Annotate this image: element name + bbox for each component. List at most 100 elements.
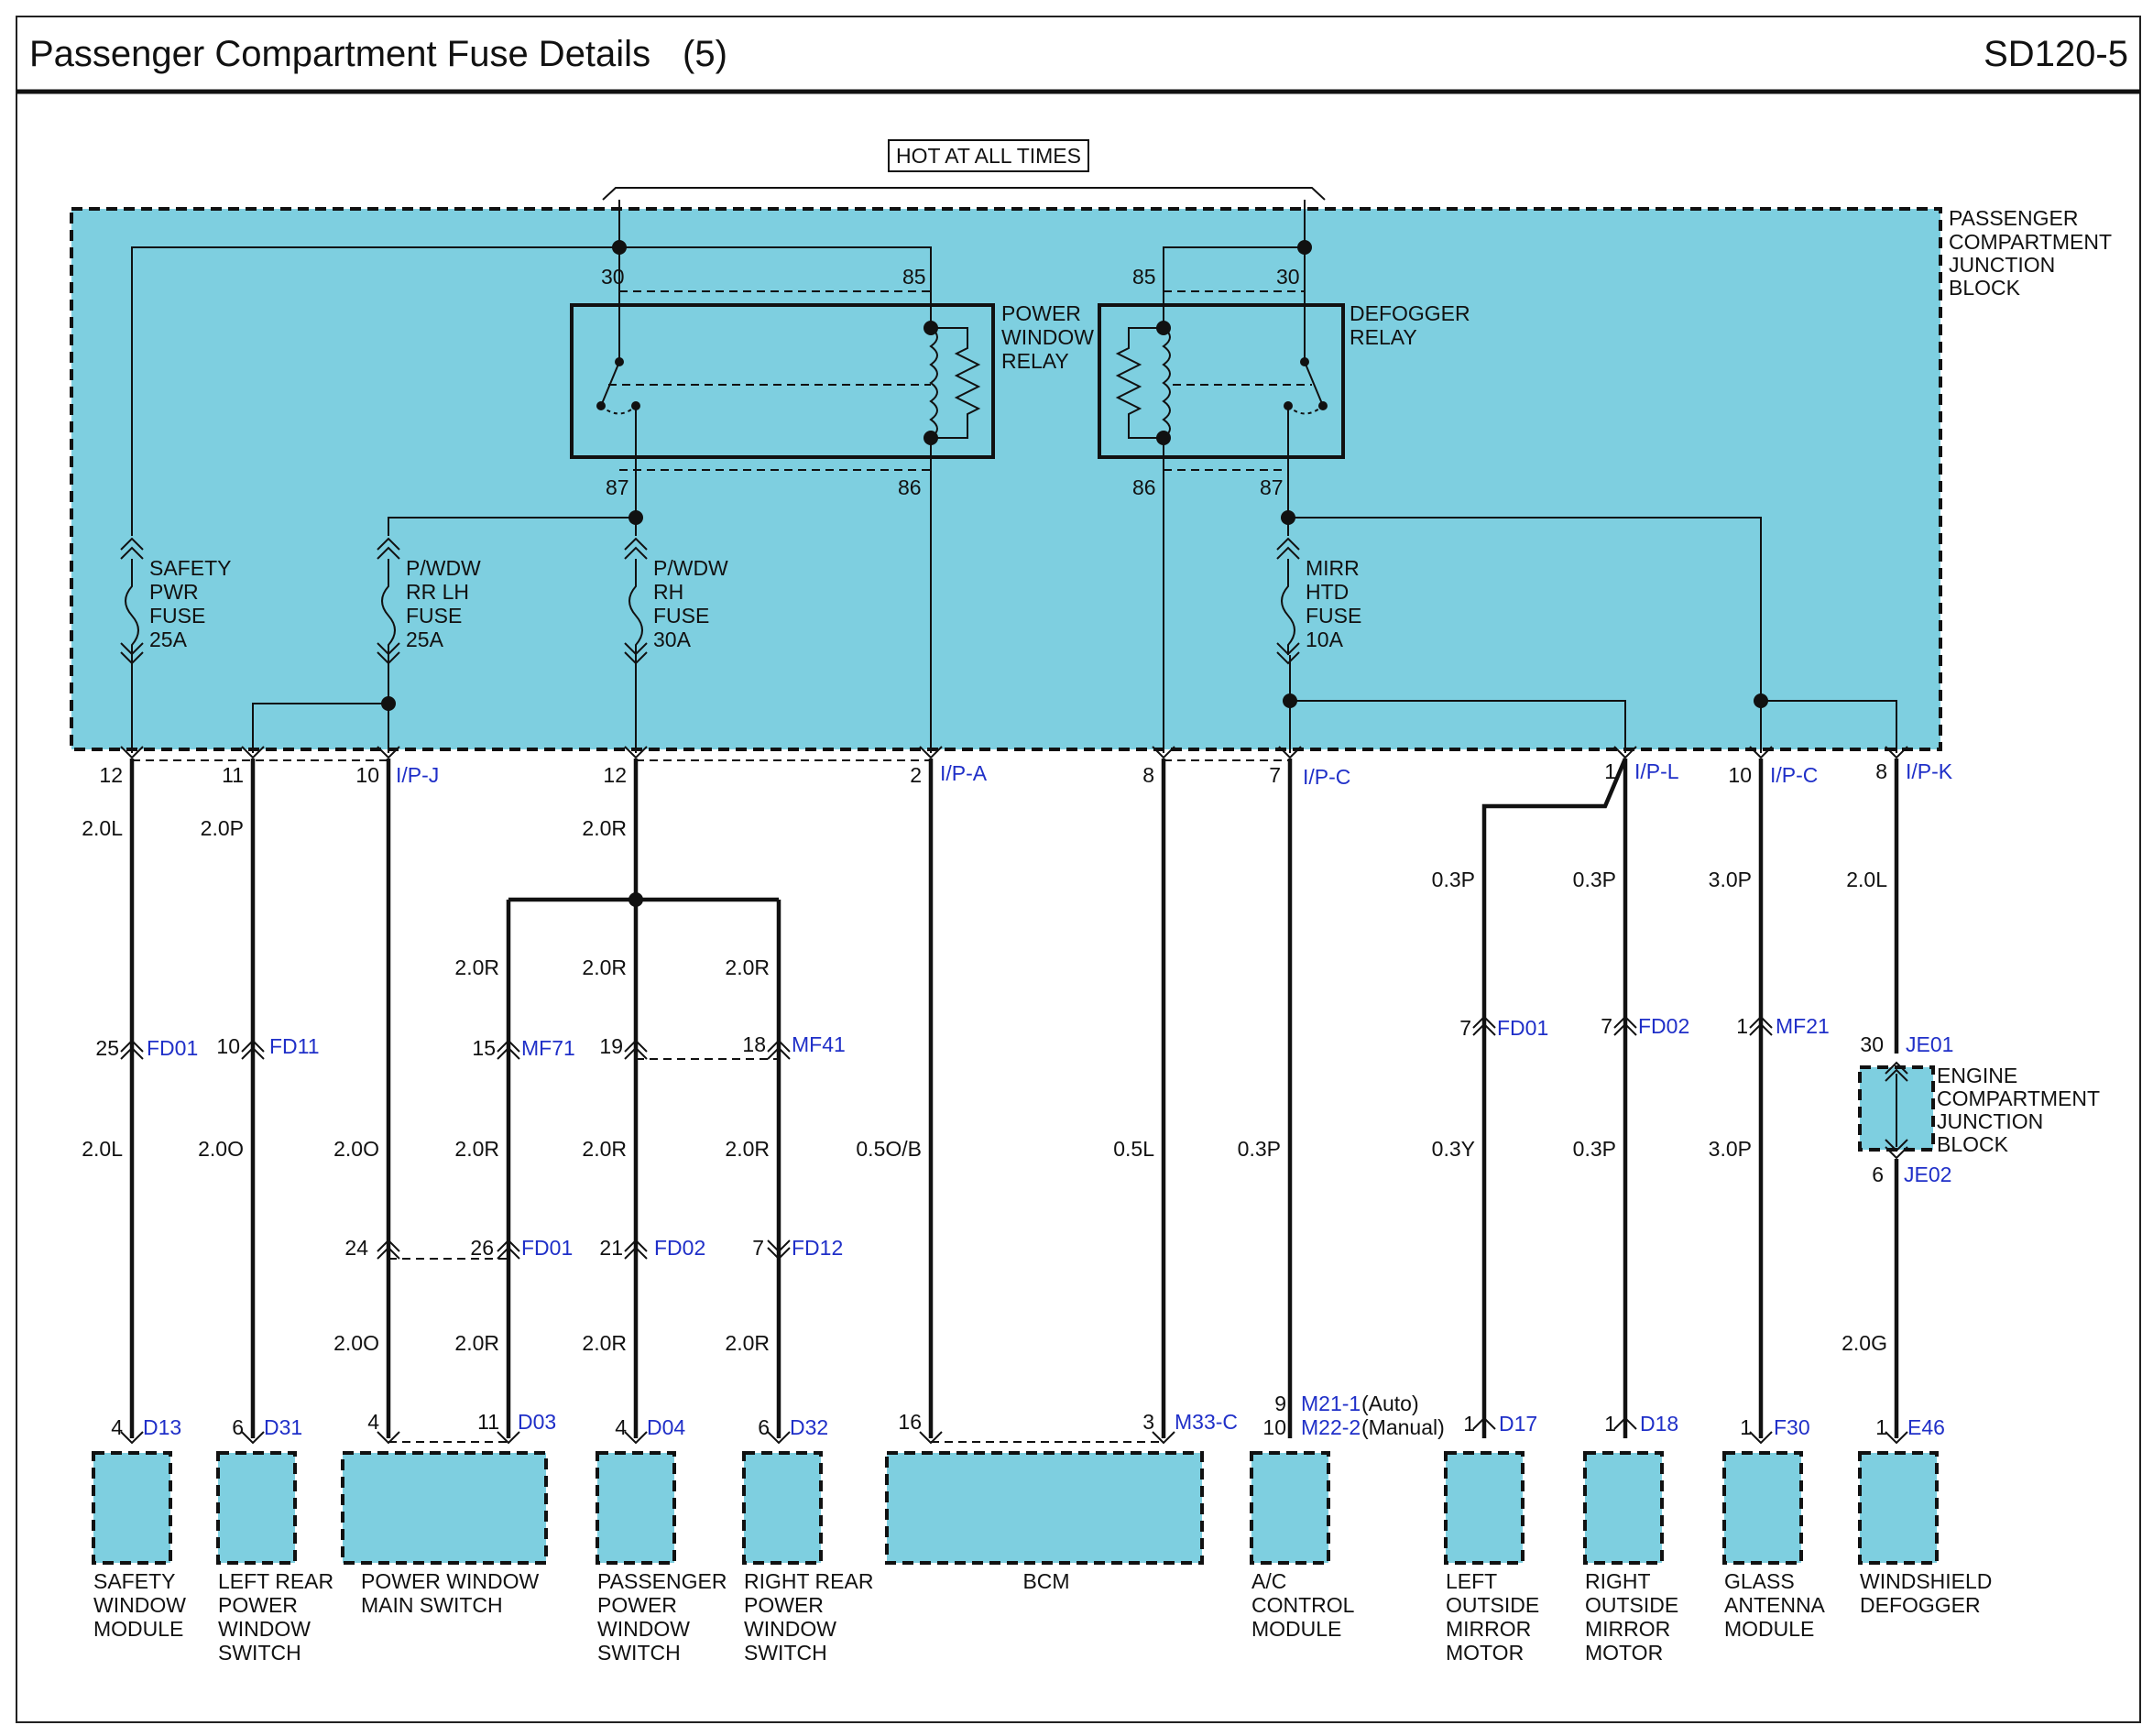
svg-text:MODULE: MODULE — [1251, 1617, 1341, 1641]
svg-text:P/WDW: P/WDW — [406, 556, 481, 580]
svg-text:0.5L: 0.5L — [1113, 1137, 1154, 1161]
svg-text:1: 1 — [1604, 759, 1616, 783]
svg-text:WINDOW: WINDOW — [1001, 325, 1094, 349]
svg-text:25A: 25A — [149, 628, 188, 651]
svg-text:GLASS: GLASS — [1724, 1569, 1795, 1593]
diagram-code: SD120-5 — [1984, 34, 2128, 74]
svg-text:D18: D18 — [1640, 1412, 1678, 1436]
svg-text:HTD: HTD — [1306, 580, 1349, 604]
svg-text:86: 86 — [898, 475, 922, 499]
svg-text:OUTSIDE: OUTSIDE — [1585, 1593, 1678, 1617]
svg-text:RR LH: RR LH — [406, 580, 469, 604]
svg-text:4: 4 — [615, 1415, 627, 1439]
svg-text:2.0G: 2.0G — [1842, 1331, 1887, 1355]
svg-text:85: 85 — [1132, 265, 1156, 289]
svg-text:11: 11 — [222, 763, 244, 787]
svg-text:FUSE: FUSE — [406, 604, 462, 628]
svg-text:SWITCH: SWITCH — [744, 1641, 827, 1665]
hot-label: HOT AT ALL TIMES — [896, 144, 1081, 168]
svg-text:I/P-C: I/P-C — [1770, 763, 1818, 787]
diagram-page-number: (5) — [683, 34, 727, 74]
svg-text:1: 1 — [1740, 1415, 1752, 1439]
passenger-junction-block — [70, 207, 1942, 751]
svg-text:MIRROR: MIRROR — [1585, 1617, 1670, 1641]
fuse-pwdw-rh: P/WDW RH FUSE 30A — [624, 537, 728, 665]
svg-text:2.0L: 2.0L — [82, 1137, 123, 1161]
svg-text:FD01: FD01 — [521, 1236, 573, 1260]
harness-wires — [129, 758, 1899, 1438]
fuse-pwdw-rr-lh: P/WDW RR LH FUSE 25A — [377, 537, 481, 665]
svg-text:ENGINE: ENGINE — [1937, 1064, 2017, 1087]
svg-text:MIRROR: MIRROR — [1446, 1617, 1531, 1641]
junction-internal-wires — [131, 470, 1897, 753]
svg-text:0.3P: 0.3P — [1573, 1137, 1616, 1161]
svg-text:30: 30 — [1276, 265, 1300, 289]
svg-text:30: 30 — [601, 265, 625, 289]
safety-window-module: SAFETY WINDOW MODULE — [92, 1451, 186, 1641]
svg-text:JUNCTION: JUNCTION — [1949, 253, 2055, 277]
component-connector-pins: 4 6 4 11 4 6 16 3 9 10 1 1 1 1 D13 D31 D… — [111, 1392, 1945, 1445]
svg-text:10: 10 — [1728, 763, 1752, 787]
svg-text:9: 9 — [1274, 1392, 1286, 1415]
svg-text:M33-C: M33-C — [1175, 1410, 1238, 1434]
svg-text:POWER: POWER — [218, 1593, 298, 1617]
svg-text:MOTOR: MOTOR — [1585, 1641, 1663, 1665]
svg-text:D31: D31 — [264, 1415, 302, 1439]
passenger-power-window-switch: PASSENGER POWER WINDOW SWITCH — [596, 1451, 727, 1665]
junction-dot — [1281, 510, 1295, 525]
passenger-junction-block-label: PASSENGER COMPARTMENT JUNCTION BLOCK — [1949, 206, 2112, 300]
svg-text:2.0R: 2.0R — [454, 1137, 499, 1161]
junction-dot — [1283, 693, 1297, 708]
svg-text:1: 1 — [1604, 1412, 1616, 1436]
svg-text:WINDOW: WINDOW — [218, 1617, 311, 1641]
fuse-mirr-htd: MIRR HTD FUSE 10A — [1276, 537, 1361, 665]
svg-text:6: 6 — [232, 1415, 244, 1439]
svg-text:E46: E46 — [1907, 1415, 1945, 1439]
svg-text:JE02: JE02 — [1904, 1163, 1951, 1186]
svg-text:D04: D04 — [647, 1415, 685, 1439]
svg-text:POWER: POWER — [744, 1593, 824, 1617]
svg-text:D03: D03 — [518, 1410, 556, 1434]
svg-text:1: 1 — [1736, 1014, 1748, 1038]
splice-dot — [628, 892, 643, 907]
svg-text:D13: D13 — [143, 1415, 181, 1439]
svg-text:POWER: POWER — [597, 1593, 677, 1617]
svg-text:MF71: MF71 — [521, 1036, 575, 1060]
svg-text:MODULE: MODULE — [93, 1617, 183, 1641]
junction-dot — [628, 510, 643, 525]
svg-text:LEFT REAR: LEFT REAR — [218, 1569, 333, 1593]
jb-output-pins: 12 11 10 12 2 8 7 1 10 8 I/P-J I/P-A I/P… — [99, 746, 1953, 789]
svg-text:87: 87 — [1260, 475, 1284, 499]
junction-dot — [1297, 240, 1312, 255]
svg-text:LEFT: LEFT — [1446, 1569, 1497, 1593]
svg-text:0.3P: 0.3P — [1432, 868, 1475, 891]
svg-text:WINDOW: WINDOW — [93, 1593, 186, 1617]
svg-text:MF41: MF41 — [792, 1032, 846, 1056]
svg-text:DEFOGGER: DEFOGGER — [1860, 1593, 1981, 1617]
svg-text:MAIN SWITCH: MAIN SWITCH — [361, 1593, 503, 1617]
svg-text:BLOCK: BLOCK — [1937, 1132, 2009, 1156]
fuse-safety-pwr: SAFETY PWR FUSE 25A — [120, 537, 231, 665]
svg-text:19: 19 — [599, 1034, 623, 1058]
svg-text:86: 86 — [1132, 475, 1156, 499]
svg-text:MOTOR: MOTOR — [1446, 1641, 1524, 1665]
svg-text:24: 24 — [344, 1236, 368, 1260]
hot-brace — [602, 187, 1326, 201]
svg-text:JE01: JE01 — [1906, 1032, 1953, 1056]
svg-text:8: 8 — [1875, 759, 1887, 783]
svg-text:(Manual): (Manual) — [1361, 1415, 1445, 1439]
svg-text:CONTROL: CONTROL — [1251, 1593, 1355, 1617]
svg-text:JUNCTION: JUNCTION — [1937, 1109, 2043, 1133]
svg-text:15: 15 — [472, 1036, 496, 1060]
svg-text:FD11: FD11 — [269, 1034, 320, 1058]
svg-text:I/P-A: I/P-A — [940, 761, 988, 785]
svg-text:SWITCH: SWITCH — [597, 1641, 681, 1665]
svg-text:7: 7 — [1459, 1016, 1471, 1040]
left-rear-power-window-switch: LEFT REAR POWER WINDOW SWITCH — [216, 1451, 333, 1665]
svg-text:DEFOGGER: DEFOGGER — [1350, 301, 1470, 325]
inline-connectors: 25 10 15 19 18 7 7 1 FD01 FD11 MF71 MF41… — [95, 1014, 1830, 1261]
svg-text:1: 1 — [1463, 1412, 1475, 1436]
svg-text:85: 85 — [902, 265, 926, 289]
svg-text:12: 12 — [99, 763, 123, 787]
